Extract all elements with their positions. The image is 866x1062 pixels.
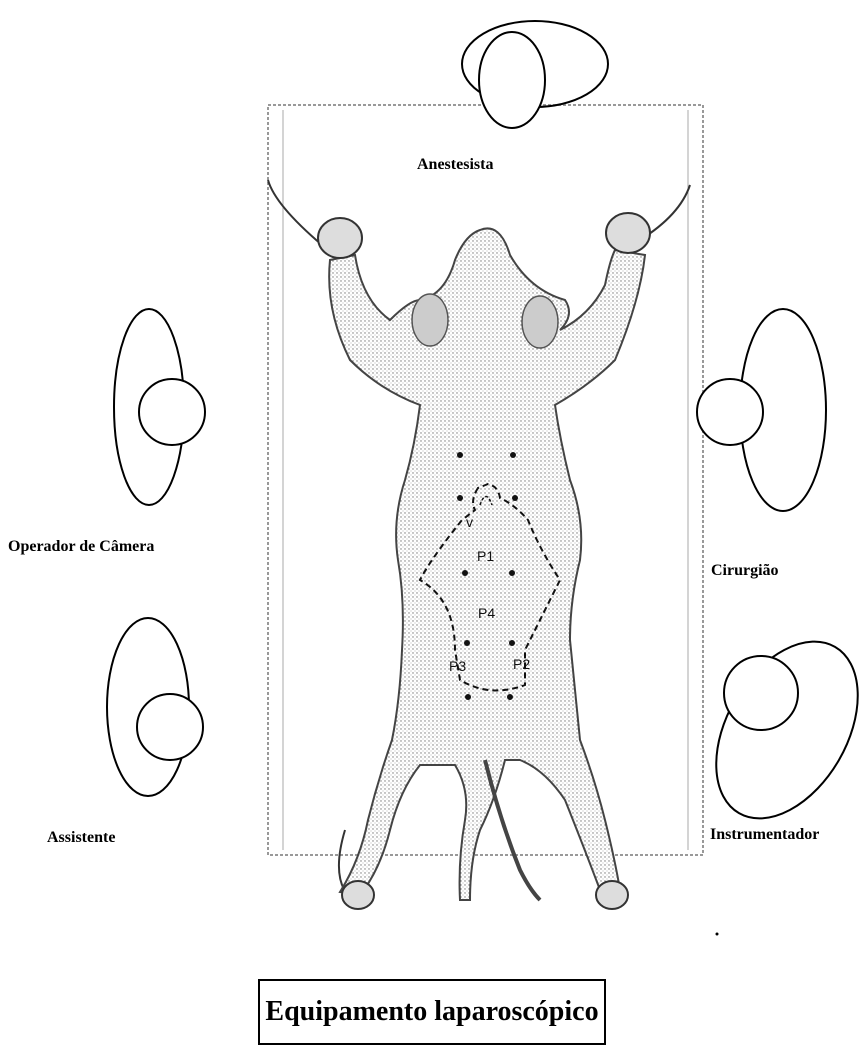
surgeon-label: Cirurgião <box>711 562 779 580</box>
laparoscopic-equipment-label: Equipamento laparoscópico <box>265 996 598 1028</box>
camera-operator-symbol <box>114 309 205 505</box>
scrub-nurse-symbol <box>687 617 866 843</box>
scrub-nurse-label: Instrumentador <box>710 826 819 844</box>
port-label-p1: P1 <box>477 548 494 564</box>
camera-operator-label: Operador de Câmera <box>8 538 154 556</box>
port-label-p3: P3 <box>449 658 466 674</box>
anesthetist-symbol <box>462 21 608 128</box>
port-label-p4: P4 <box>478 605 495 621</box>
laparoscopic-equipment-box: Equipamento laparoscópico <box>258 979 606 1045</box>
port-label-v: v <box>466 514 473 530</box>
anesthetist-label: Anestesista <box>417 156 493 174</box>
assistant-symbol <box>107 618 203 796</box>
surgeon-symbol <box>697 309 826 511</box>
assistant-label: Assistente <box>47 829 115 847</box>
port-label-p2: P2 <box>513 656 530 672</box>
